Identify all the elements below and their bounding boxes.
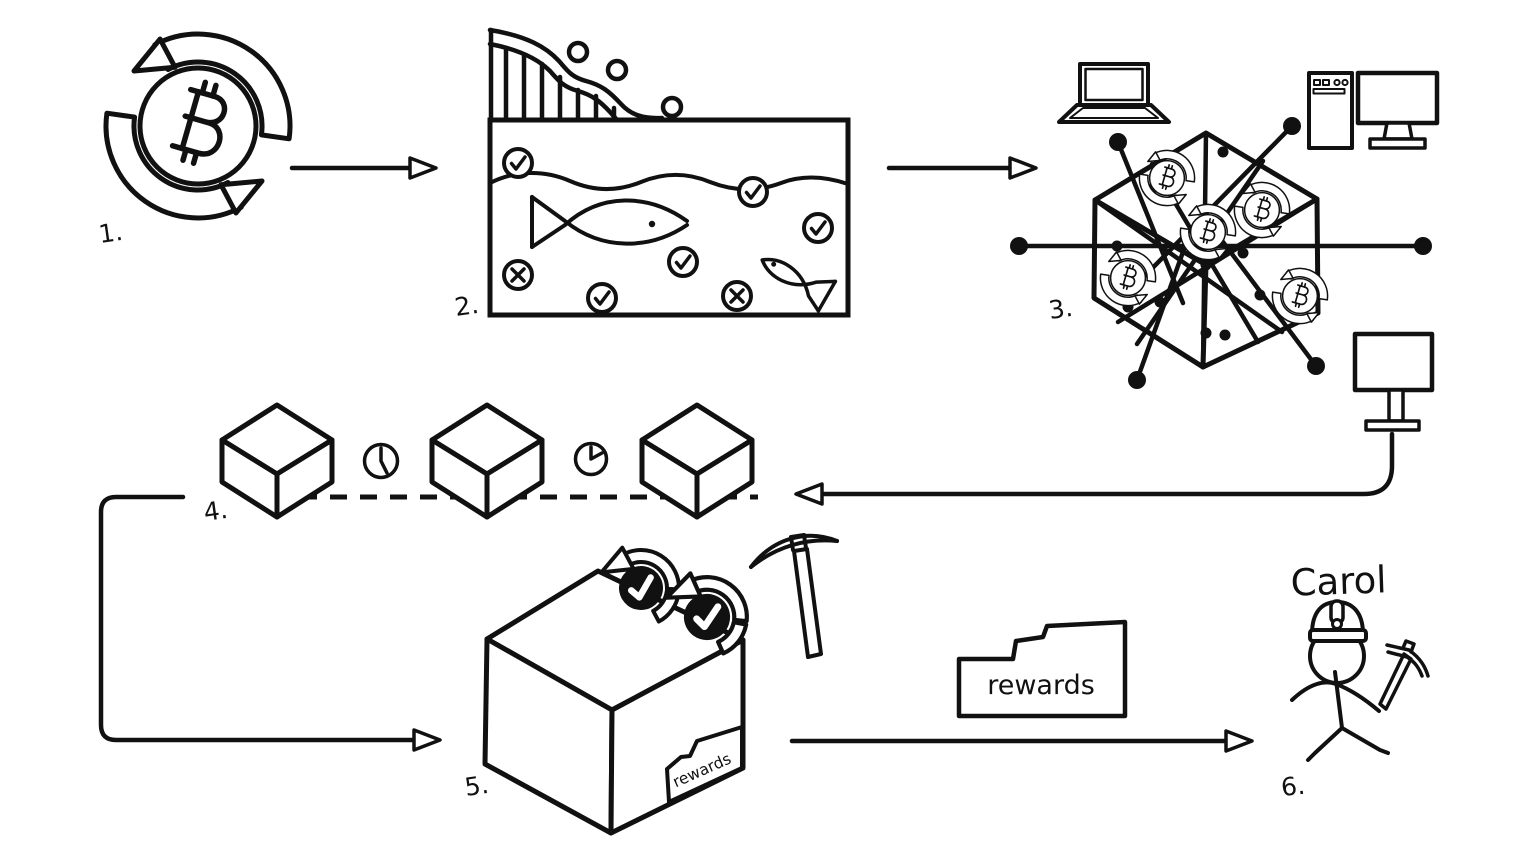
step4-label: 4.	[202, 495, 230, 527]
step4-blockchain: 4.	[202, 402, 758, 527]
big-fish-icon	[530, 195, 689, 249]
block-cube-icon	[429, 402, 545, 520]
step5-mined-block: rewards 5.	[463, 533, 839, 836]
cross-circle-icon	[721, 280, 753, 312]
slide-icon	[487, 27, 684, 123]
step3-label: 3.	[1047, 293, 1075, 325]
step5-label: 5.	[463, 770, 491, 802]
relayed-transaction-icon	[1139, 150, 1194, 205]
relayed-transaction-icon	[1100, 250, 1155, 305]
small-fish-icon	[760, 257, 838, 313]
miner-figure-icon	[1290, 599, 1390, 762]
rewards-folder-icon: rewards	[956, 619, 1128, 719]
step6-label: 6.	[1280, 771, 1307, 802]
arrow-step3-to-step4	[794, 431, 1395, 506]
rewards-folder-text: rewards	[987, 670, 1095, 701]
miner-name-text: Carol	[1290, 558, 1387, 604]
network-endpoint-dots	[1010, 117, 1432, 389]
step3-network: 3.	[1010, 62, 1440, 432]
water-line	[488, 171, 850, 192]
block-cube-icon	[639, 402, 755, 520]
clock-icon	[362, 442, 400, 480]
bitcoin-cycle-icon	[106, 34, 290, 218]
mined-block-cube	[482, 568, 746, 836]
check-circle-icon	[502, 147, 534, 179]
miner-monitor-icon	[1352, 331, 1435, 432]
step1-label: 1.	[97, 217, 125, 249]
check-circle-icon	[667, 246, 699, 278]
monitor-icon	[1355, 70, 1440, 150]
arrow-step4-to-step5	[98, 494, 442, 752]
relayed-transaction-icon	[1272, 268, 1327, 323]
pickaxe-icon	[749, 533, 839, 659]
clock-icon	[573, 441, 609, 477]
laptop-icon	[1057, 62, 1171, 124]
desktop-tower-icon	[1307, 71, 1354, 150]
step2-label: 2.	[453, 290, 481, 322]
step1-bitcoin-transaction: 1.	[97, 34, 290, 249]
check-circle-icon	[737, 176, 769, 208]
step6-miner-carol: Carol 6.	[1280, 558, 1430, 802]
block-cube-icon	[219, 402, 335, 520]
miner-pickaxe-icon	[1378, 639, 1430, 711]
cross-circle-icon	[502, 259, 534, 291]
check-circle-icon	[586, 282, 618, 314]
check-circle-icon	[802, 212, 834, 244]
step2-mempool: 2.	[453, 27, 851, 322]
rewards-tag: rewards	[665, 725, 744, 804]
